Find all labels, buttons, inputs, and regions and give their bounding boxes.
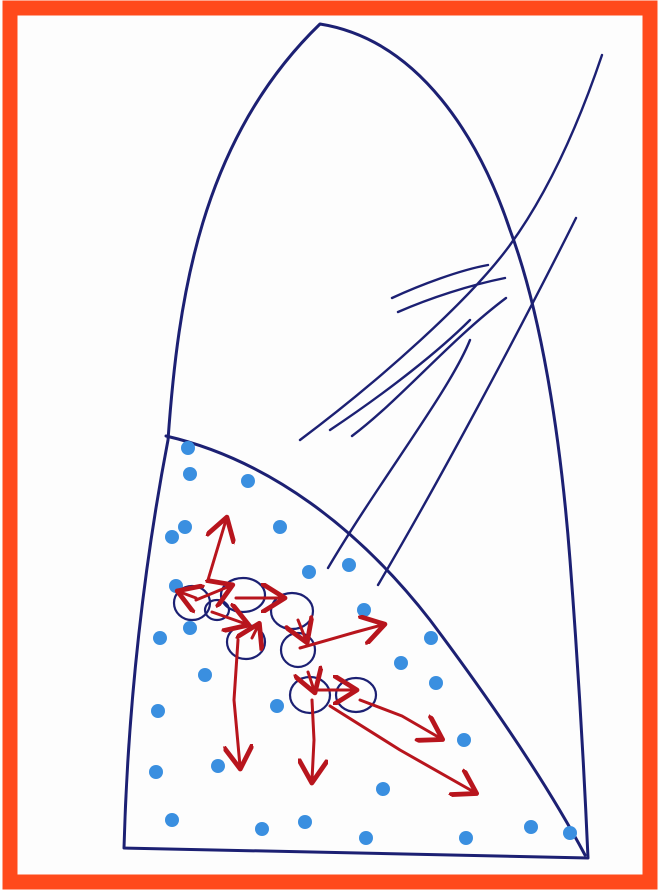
- dot: [424, 631, 438, 645]
- dot: [302, 565, 316, 579]
- dot: [459, 831, 473, 845]
- dot: [359, 831, 373, 845]
- dot: [153, 631, 167, 645]
- dot: [563, 826, 577, 840]
- dot: [178, 520, 192, 534]
- dot: [298, 815, 312, 829]
- dot: [165, 813, 179, 827]
- dot: [524, 820, 538, 834]
- dot: [149, 765, 163, 779]
- dot: [241, 474, 255, 488]
- dot: [429, 676, 443, 690]
- dot: [183, 467, 197, 481]
- dot: [165, 530, 179, 544]
- dot: [211, 759, 225, 773]
- dot: [255, 822, 269, 836]
- dot: [357, 603, 371, 617]
- dot: [457, 733, 471, 747]
- dot: [376, 782, 390, 796]
- dot: [270, 699, 284, 713]
- dot: [273, 520, 287, 534]
- dot: [198, 668, 212, 682]
- dot: [183, 621, 197, 635]
- dot: [151, 704, 165, 718]
- dot: [342, 558, 356, 572]
- dot: [394, 656, 408, 670]
- dot: [181, 441, 195, 455]
